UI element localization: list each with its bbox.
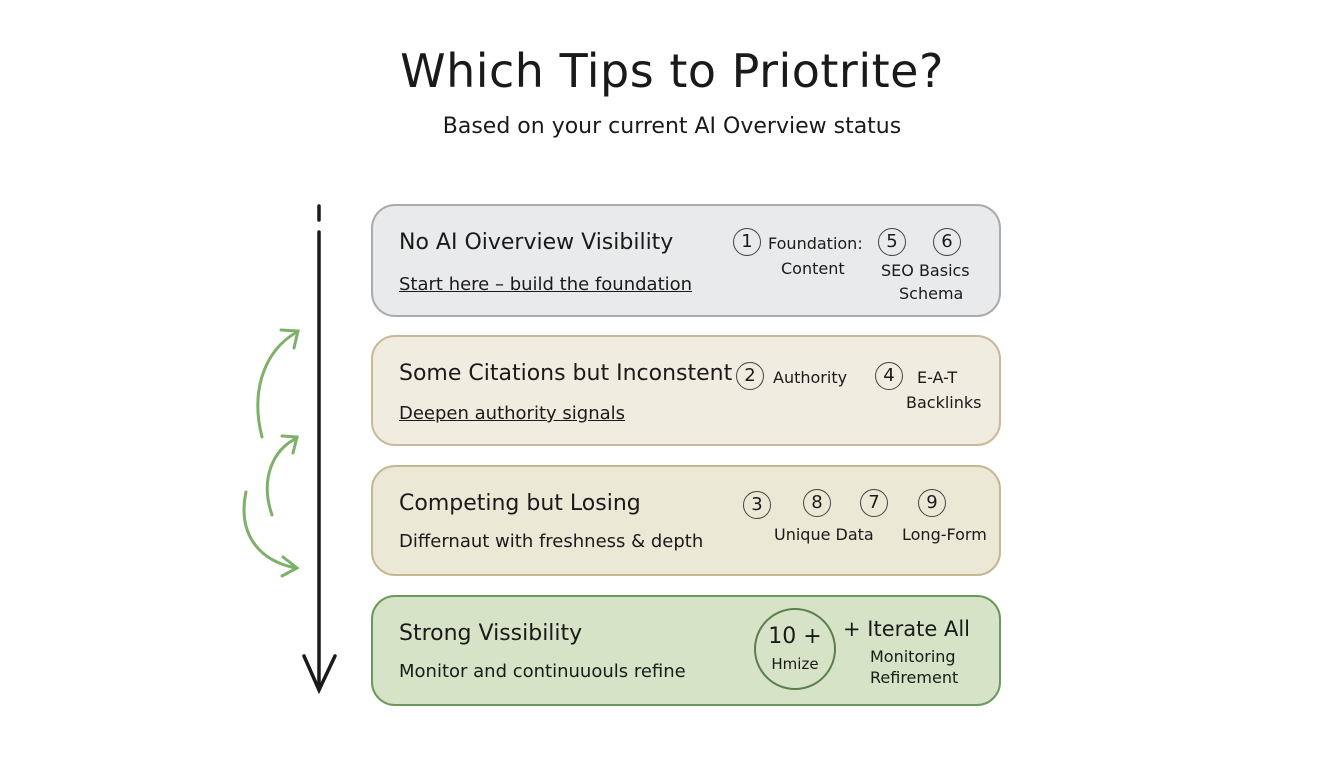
tip-number-badge: 8: [803, 489, 831, 517]
page-title: Which Tips to Priotrite?: [400, 44, 944, 98]
stage-title: Some Citations but Inconstent: [399, 361, 733, 386]
stage-card-strong-visibility: Strong Vissibility Monitor and continuuo…: [371, 595, 1001, 706]
feedback-arrows-icon: [242, 328, 300, 578]
tip-label: Foundation:: [768, 234, 863, 253]
stage-subtitle: Differnaut with freshness & depth: [399, 531, 704, 552]
tip-number-badge: 1: [733, 228, 761, 256]
stage-subtitle: Monitor and continuuouls refine: [399, 661, 686, 682]
stage-subtitle: Start here – build the foundation: [399, 274, 693, 295]
tip-label: Content: [781, 259, 845, 278]
tip-label: SEO Basics: [881, 261, 970, 280]
page-subtitle: Based on your current AI Overview status: [442, 114, 902, 139]
iterate-all-label: + Iterate All: [843, 617, 970, 641]
tip-label: Backlinks: [906, 393, 982, 412]
tip-label: Unique Data: [774, 525, 874, 544]
tip-label: Monitoring: [870, 647, 956, 666]
stage-subtitle: Deepen authority signals: [399, 403, 626, 424]
tip-number-badge: 3: [743, 491, 771, 519]
tip-number-badge: 9: [918, 489, 946, 517]
tip-label: Schema: [899, 284, 964, 303]
tip-number-badge: 5: [878, 228, 906, 256]
tip-label: Refirement: [870, 668, 959, 687]
stage-card-competing: Competing but Losing Differnaut with fre…: [371, 465, 1001, 576]
tip-label: E-A-T: [917, 368, 958, 387]
tip-number-badge: 7: [860, 489, 888, 517]
stage-card-some-citations: Some Citations but Inconstent Deepen aut…: [371, 335, 1001, 446]
stage-title: No AI Oiverview Visibility: [399, 230, 674, 255]
tip-label: Authority: [773, 368, 848, 387]
stage-title: Competing but Losing: [399, 491, 641, 516]
stage-title: Strong Vissibility: [399, 621, 583, 646]
tip-number-badge: [754, 608, 836, 690]
tip-number: 10 +: [768, 624, 822, 649]
tip-number-badge: 2: [736, 362, 764, 390]
down-arrow-icon: [302, 204, 337, 695]
tip-label: Long-Form: [902, 525, 987, 544]
tip-number-badge: 6: [933, 228, 961, 256]
stage-card-no-visibility: No AI Oiverview Visibility Start here – …: [371, 204, 1001, 317]
tip-label: Hmize: [771, 655, 819, 673]
tip-number-badge: 4: [875, 362, 903, 390]
